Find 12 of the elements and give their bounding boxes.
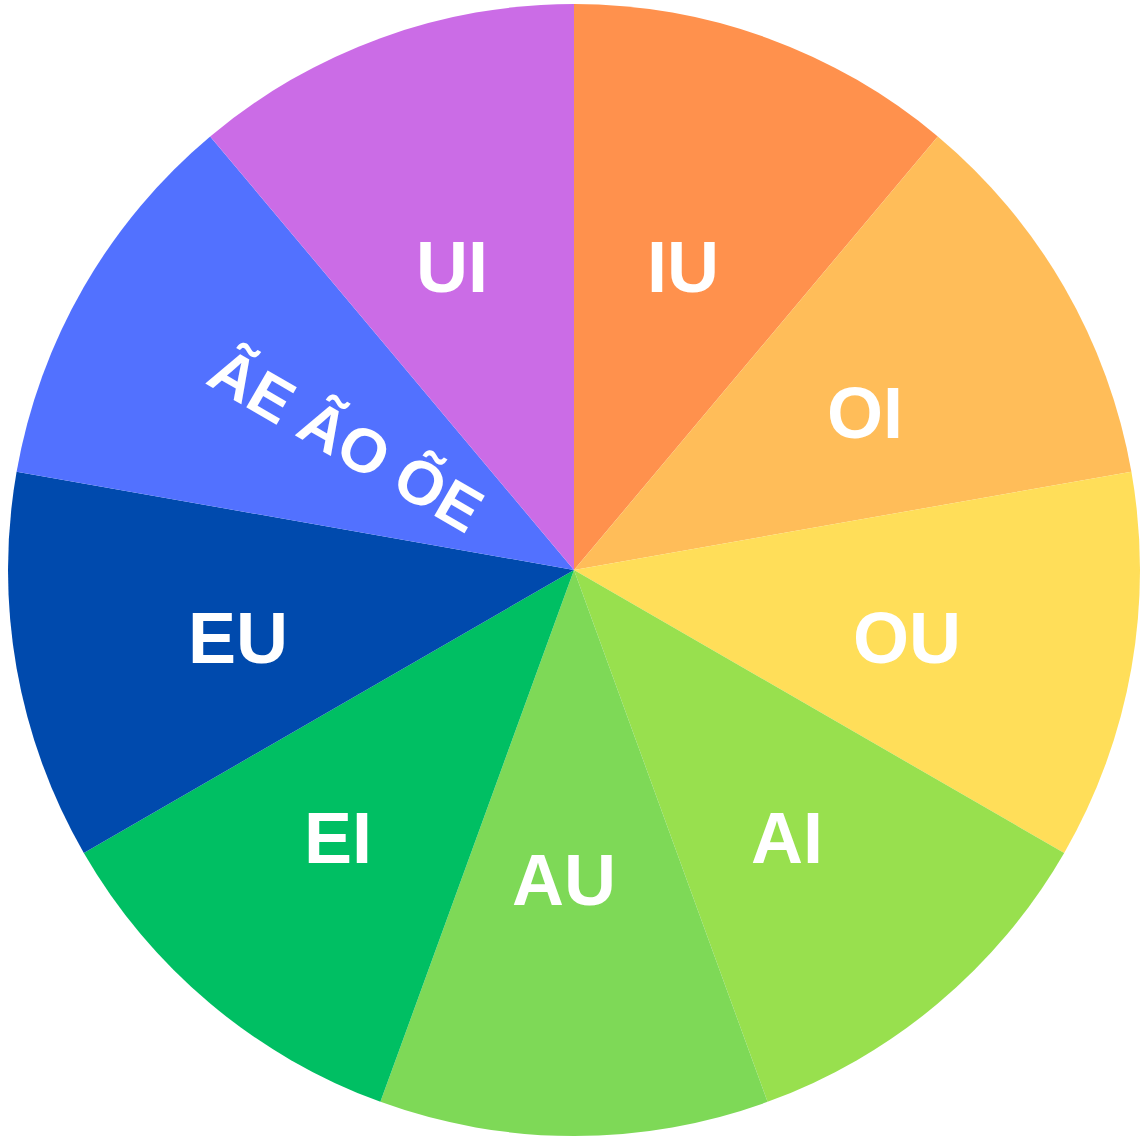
sector-label: IU [647,227,719,307]
sector-label: EU [188,598,288,678]
sector-label: UI [416,227,488,307]
pie-sector [574,4,938,570]
pie-sector [574,136,1132,570]
sector-label: EI [304,798,372,878]
sector-label: OI [827,373,903,453]
sector-label: OU [853,598,961,678]
pie-sector [16,136,574,570]
sector-label: AU [512,840,616,920]
sector-label: AI [751,798,823,878]
sector-label: ÃE ÃO ÕE [197,334,495,546]
